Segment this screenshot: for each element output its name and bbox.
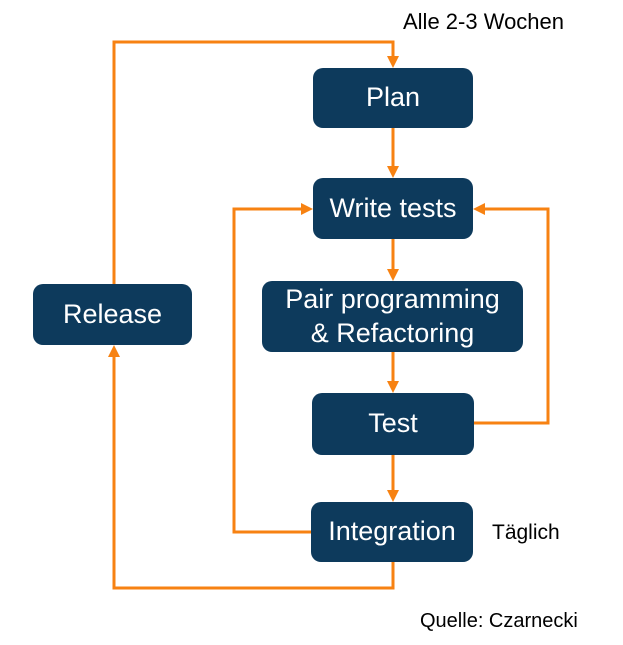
arrow-write-tests-to-pair-programming (387, 239, 399, 281)
arrow-test-to-write-tests-loop (473, 203, 550, 425)
daily-frequency-label: Täglich (492, 521, 560, 544)
arrow-plan-to-write-tests (387, 128, 399, 178)
arrow-integration-to-release-loop (108, 345, 395, 590)
node-write-tests: Write tests (313, 178, 473, 239)
arrow-release-to-plan-loop (112, 40, 399, 284)
arrow-pair-programming-to-test (387, 352, 399, 393)
arrow-integration-to-write-tests-loop (232, 203, 313, 534)
node-plan: Plan (313, 68, 473, 128)
node-pair-programming-refactoring: Pair programming & Refactoring (262, 281, 523, 352)
node-release: Release (33, 284, 192, 345)
cycle-frequency-label: Alle 2-3 Wochen (403, 9, 565, 34)
node-test: Test (312, 393, 474, 455)
arrow-test-to-integration (387, 455, 399, 502)
node-integration: Integration (311, 502, 473, 562)
source-credit-label: Quelle: Czarnecki (420, 610, 578, 632)
